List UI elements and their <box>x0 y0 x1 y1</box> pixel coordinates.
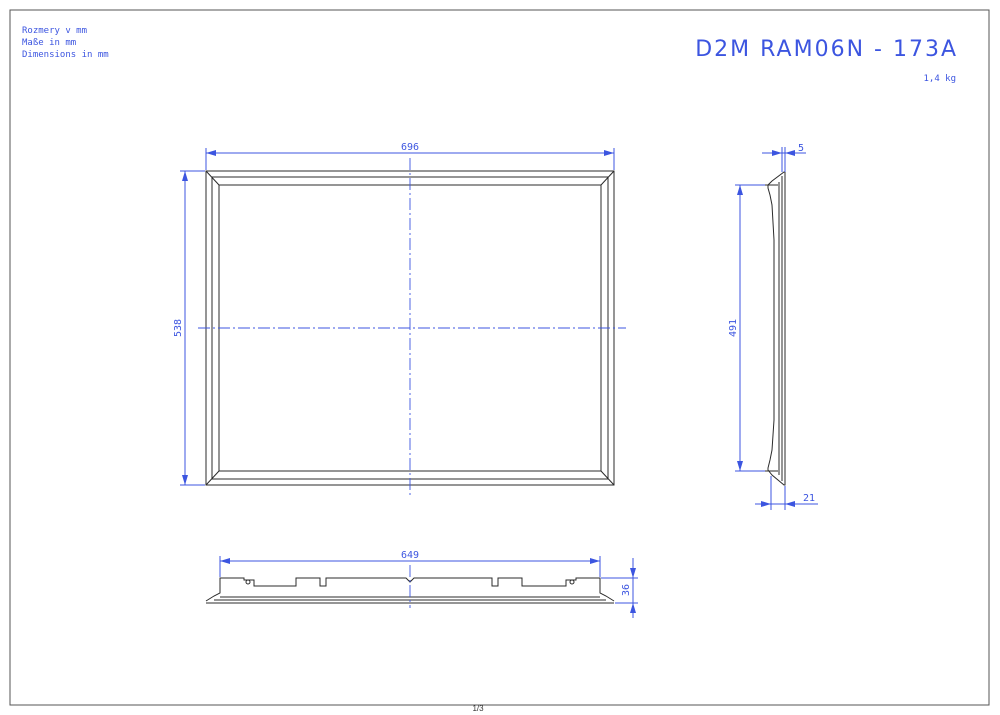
dimension-side-height: 491 <box>728 184 765 472</box>
dimension-value: 696 <box>401 142 419 153</box>
arrowhead <box>630 603 636 613</box>
bottom-view <box>205 565 615 608</box>
arrowhead <box>630 568 636 578</box>
arrowhead <box>785 150 795 156</box>
corner-line <box>205 170 220 186</box>
corner-line <box>600 170 615 186</box>
side-view <box>764 171 786 486</box>
arrowhead <box>220 558 230 564</box>
dimension-front-height: 538 <box>173 170 205 486</box>
units-line: Rozmery v mm <box>22 26 87 36</box>
dimension-side-bottom: 21 <box>755 476 818 510</box>
arrowhead <box>785 501 795 507</box>
arrowhead <box>604 150 614 156</box>
dimension-side-top: 5 <box>762 143 806 172</box>
arrowhead <box>182 475 188 485</box>
corner-line <box>600 470 615 486</box>
corner-line <box>205 470 220 486</box>
arrowhead <box>737 185 743 195</box>
sheet-border <box>9 9 990 706</box>
arrowhead <box>590 558 600 564</box>
page-number: 1/3 <box>472 704 484 713</box>
dimension-front-width: 696 <box>205 142 615 170</box>
arrowhead <box>182 171 188 181</box>
dimension-value: 36 <box>621 584 632 596</box>
arrowhead <box>206 150 216 156</box>
dimension-bottom-length: 649 <box>219 550 601 577</box>
arrowhead <box>737 461 743 471</box>
dimension-value: 21 <box>803 493 815 504</box>
mounting-hole <box>245 579 251 585</box>
units-line: Dimensions in mm <box>22 50 109 60</box>
dimension-value: 649 <box>401 550 419 561</box>
dimension-bottom-height: 36 <box>601 558 638 618</box>
dimension-value: 538 <box>173 319 184 337</box>
front-view <box>198 158 626 495</box>
weight-label: 1,4 kg <box>923 74 956 84</box>
mounting-hole <box>569 579 575 585</box>
arrowhead <box>761 501 771 507</box>
arrowhead <box>772 150 782 156</box>
units-note: Rozmery v mm Maße in mm Dimensions in mm <box>22 26 109 60</box>
dimension-value: 491 <box>728 319 739 337</box>
side-profile-outer <box>767 171 786 486</box>
part-number: D2M RAM06N - 173A <box>695 37 958 62</box>
dimension-value: 5 <box>798 143 804 154</box>
units-line: Maße in mm <box>22 38 76 48</box>
